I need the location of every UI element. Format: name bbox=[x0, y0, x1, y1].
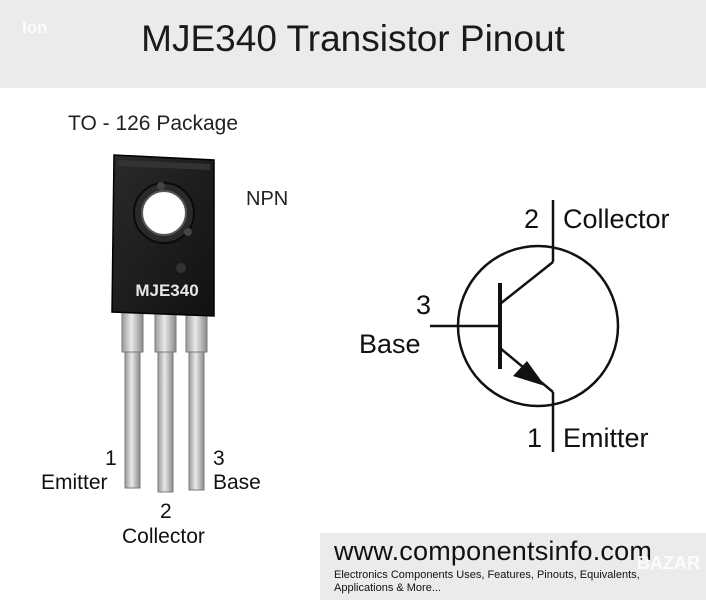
schematic-emitter-number: 1 bbox=[527, 423, 543, 453]
package-marking: MJE340 bbox=[135, 281, 198, 300]
pin2-label: Collector bbox=[122, 525, 205, 548]
transistor-package bbox=[111, 154, 215, 317]
schematic-collector-label: Collector bbox=[563, 204, 670, 234]
pin1-number: 1 bbox=[105, 447, 117, 470]
footer-bar: www.componentsinfo.com Electronics Compo… bbox=[320, 533, 706, 600]
schematic-emitter-label: Emitter bbox=[563, 423, 649, 453]
transistor-type: NPN bbox=[246, 188, 289, 210]
watermark-logo: BAZAR bbox=[637, 553, 700, 573]
watermark-text: Ion bbox=[22, 18, 48, 37]
emitter-arrow-icon bbox=[513, 361, 545, 386]
npn-schematic-symbol bbox=[430, 200, 620, 452]
header-bar: Ion MJE340 Transistor Pinout bbox=[0, 0, 706, 88]
schematic-base-label: Base bbox=[359, 329, 421, 359]
site-url: www.componentsinfo.com bbox=[334, 536, 653, 566]
package-name: TO - 126 Package bbox=[68, 112, 239, 135]
site-tagline: Electronics Components Uses, Features, P… bbox=[334, 569, 640, 594]
page-title: MJE340 Transistor Pinout bbox=[141, 18, 565, 59]
collector-wire bbox=[499, 261, 554, 305]
pin1-label: Emitter bbox=[41, 471, 108, 494]
pin2-number: 2 bbox=[160, 500, 172, 523]
schematic-base-number: 3 bbox=[416, 290, 432, 320]
schematic-collector-number: 2 bbox=[524, 204, 540, 234]
transistor-leads bbox=[121, 309, 208, 493]
pin3-label: Base bbox=[213, 471, 261, 494]
pin3-number: 3 bbox=[213, 447, 225, 470]
